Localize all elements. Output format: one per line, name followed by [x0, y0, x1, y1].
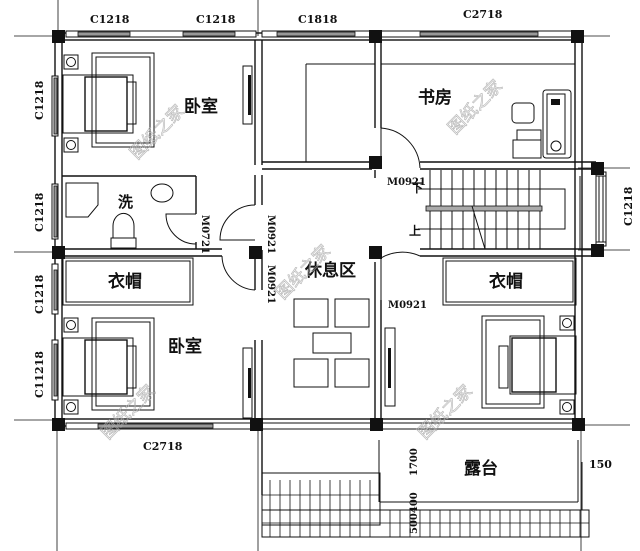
bottom-window: [65, 422, 577, 430]
watermark-5: 图纸之家: [414, 381, 476, 443]
window-label-left-1: C1218: [33, 80, 46, 120]
door-label-lounge: M0921: [265, 265, 276, 304]
left-windows: [51, 75, 59, 401]
watermark-2: 图纸之家: [444, 76, 506, 138]
watermark-4: 图纸之家: [97, 381, 159, 443]
window-label-bottom-1: C2718: [143, 440, 183, 453]
door-label-corridor: M0921: [265, 215, 276, 254]
room-label-bathroom: 洗: [118, 193, 133, 211]
stair-label-down: 下: [411, 181, 423, 195]
terrace: [261, 430, 590, 538]
bed-top-left: [62, 52, 253, 153]
window-label-left-2: C1218: [33, 192, 46, 232]
interior-walls: [62, 40, 596, 420]
window-label-top-4: C2718: [463, 8, 503, 21]
lounge-furniture: [293, 298, 396, 407]
window-label-top-2: C1218: [196, 13, 236, 26]
dimension-terrace-depth: 1700: [409, 448, 420, 476]
dimension-parapet: 500400: [409, 492, 420, 534]
right-window: [595, 171, 607, 247]
room-label-lounge: 休息区: [304, 260, 356, 281]
dimension-offset: 150: [589, 458, 612, 471]
window-label-top-1: C1218: [90, 13, 130, 26]
stair-label-up: 上: [409, 223, 421, 238]
door-label-bedroom-right: M0921: [388, 300, 427, 311]
room-label-terrace: 露台: [464, 458, 498, 479]
staircase: [418, 170, 581, 250]
window-label-left-4: C11218: [33, 351, 46, 398]
room-label-closet-left: 衣帽: [108, 271, 142, 292]
study-furniture: [511, 89, 572, 159]
bathroom-fixtures: [65, 182, 174, 249]
bath-door-swing: [165, 213, 197, 245]
door-label-stair: M0921: [387, 177, 426, 188]
room-label-bedroom-top-left: 卧室: [184, 96, 218, 117]
axis-lines: [14, 0, 630, 551]
doors: [165, 127, 421, 300]
structural-columns: [52, 30, 604, 431]
bed-bottom-left: [62, 257, 253, 419]
door-label-bath: M0721: [199, 215, 210, 254]
room-label-closet-right: 衣帽: [489, 271, 523, 292]
window-label-left-3: C1218: [33, 274, 46, 314]
top-windows: [65, 30, 577, 38]
bed-right: [442, 257, 577, 415]
room-label-bedroom-bottom-left: 卧室: [168, 336, 202, 357]
watermarks: 图纸之家 图纸之家 图纸之家 图纸之家 图纸之家: [97, 76, 507, 444]
window-label-top-3: C1818: [298, 13, 338, 26]
window-label-right-1: C1218: [622, 186, 635, 226]
room-label-study: 书房: [418, 87, 452, 108]
